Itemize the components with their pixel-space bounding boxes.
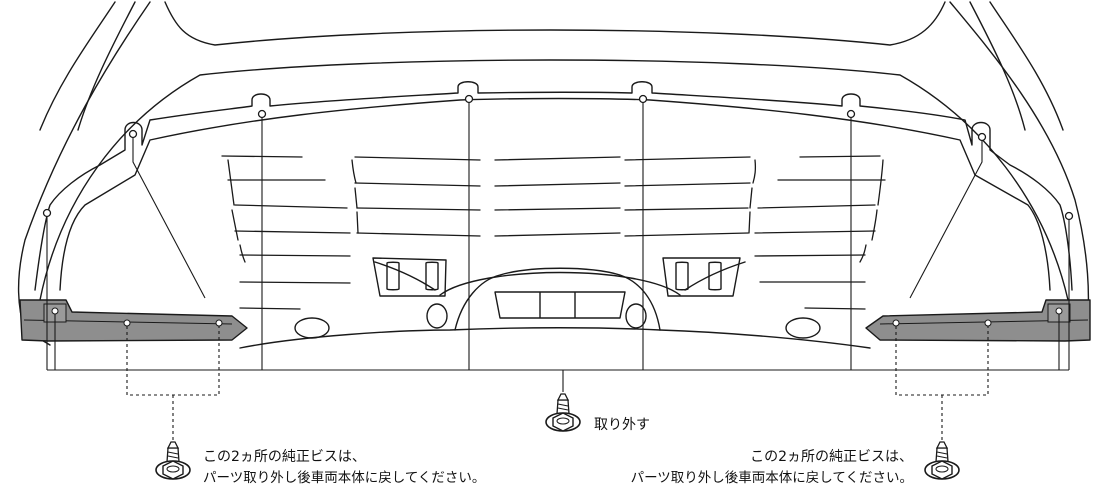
oval-recess-right [785,317,821,339]
screw-icon [924,441,960,480]
center-note: 取り外す [594,417,650,433]
wheel-arch-left [39,1,136,131]
bumper-upper-edge [164,1,946,46]
lip-part-left [19,299,248,342]
under-panel-inner [59,97,1051,291]
chin-center-slot [494,291,626,319]
lip-part-right [865,299,1091,342]
hook-bracket-right [662,257,741,297]
left-note-line2: パーツ取り外し後車両本体に戻してください。 [203,470,486,486]
leader-lines-remove [46,103,1070,392]
screw-icon [155,441,191,480]
right-note-line1: この2ヵ所の純正ビスは、 [750,449,913,465]
bumper-inner-contour [39,59,1069,301]
hook-bracket-left [372,257,447,297]
oval-recess-left [294,317,330,339]
grille-slots [221,155,886,310]
chin-upper-curve [374,261,746,291]
mount-points [42,94,1074,221]
left-note-line1: この2ヵ所の純正ビスは、 [203,449,366,465]
under-panel-outline [34,81,1073,291]
wheel-arch-right [969,1,1064,131]
screw-icon [545,393,581,432]
chin-center-arc [439,271,681,296]
chin-lower [239,327,871,349]
oval-recess-center-left [426,303,448,329]
oval-recess-center-right [625,303,647,329]
bumper-outline [17,1,1090,346]
leader-lines-keep [126,326,989,445]
right-note-line2: パーツ取り外し後車両本体に戻してください。 [630,470,913,486]
